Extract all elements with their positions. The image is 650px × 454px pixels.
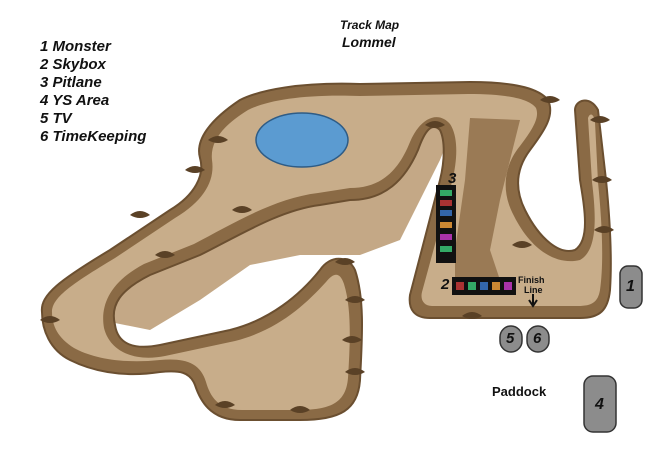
legend-item-skybox: 2 Skybox [40, 56, 106, 73]
marker-1-label: 1 [626, 278, 635, 295]
legend-item-pitlane: 3 Pitlane [40, 74, 102, 91]
marker-3-label: 3 [448, 170, 457, 187]
skybox-boxes [452, 277, 516, 295]
marker-2-label: 2 [441, 276, 450, 293]
legend: 1 Monster 2 Skybox 3 Pitlane 4 YS Area 5… [40, 38, 146, 146]
legend-item-ys-area: 4 YS Area [40, 92, 110, 109]
pitlane-boxes [436, 185, 456, 263]
map-subtitle: Lommel [342, 34, 396, 50]
marker-4-label: 4 [595, 396, 604, 413]
map-title: Track Map [340, 18, 400, 32]
marker-4 [583, 375, 617, 433]
paddock-label: Paddock [492, 384, 547, 399]
legend-item-tv: 5 TV [40, 110, 72, 127]
legend-item-timekeeping: 6 TimeKeeping [40, 128, 147, 145]
marker-6 [526, 325, 550, 353]
marker-1 [619, 265, 643, 309]
finish-line-label-1: Finish [518, 275, 545, 285]
marker-6-label: 6 [533, 330, 542, 347]
finish-line-label-2: Line [524, 285, 543, 295]
marker-5 [499, 325, 523, 353]
legend-item-monster: 1 Monster [40, 38, 111, 55]
track-surface [52, 94, 603, 410]
water-pond [255, 112, 349, 168]
finish-line-arrow [528, 294, 538, 308]
track-bumps [40, 96, 614, 413]
marker-5-label: 5 [506, 330, 515, 347]
pitlane-area [455, 118, 520, 280]
